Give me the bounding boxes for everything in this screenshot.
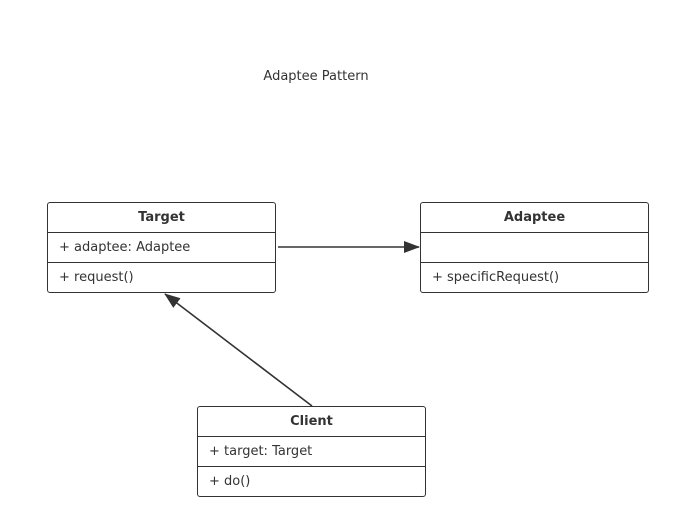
class-name: Target <box>48 203 275 233</box>
class-name: Adaptee <box>421 203 648 233</box>
class-adaptee[interactable]: Adaptee + specificRequest() <box>420 202 649 293</box>
class-attributes: + target: Target <box>198 437 425 467</box>
class-name: Client <box>198 407 425 437</box>
diagram-title: Adaptee Pattern <box>263 69 369 84</box>
class-client[interactable]: Client + target: Target + do() <box>197 406 426 497</box>
class-operations: + request() <box>59 270 134 285</box>
class-attributes <box>421 233 648 263</box>
class-attributes: + adaptee: Adaptee <box>48 233 275 263</box>
class-target[interactable]: Target + adaptee: Adaptee + request() <box>47 202 276 293</box>
class-operations: + specificRequest() <box>432 270 560 285</box>
association-client-to-target[interactable] <box>164 293 313 407</box>
class-operations: + do() <box>209 474 251 489</box>
